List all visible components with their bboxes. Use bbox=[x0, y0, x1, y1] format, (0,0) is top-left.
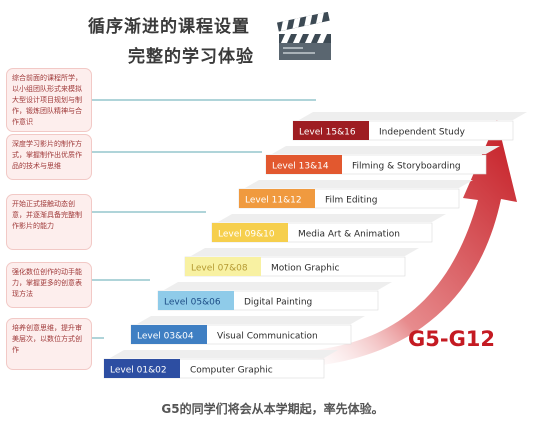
course-name: Film Editing bbox=[325, 196, 378, 206]
course-name: Media Art & Animation bbox=[298, 230, 400, 240]
level-bar bbox=[212, 223, 288, 242]
course-name: Motion Graphic bbox=[271, 264, 339, 274]
step-level-7: Level 13&14 Filming & Storyboarding bbox=[265, 146, 500, 175]
level-label: Level 07&08 bbox=[191, 264, 248, 274]
description-note-5: 培养创意思维，提升审美层次，以数位方式创作 bbox=[6, 318, 92, 370]
description-note-3: 开始正式接触动态创意，并逐渐具备完整制作影片的能力 bbox=[6, 194, 92, 250]
level-label: Level 13&14 bbox=[272, 162, 329, 172]
step-tread bbox=[272, 146, 500, 154]
course-name: Independent Study bbox=[379, 128, 466, 138]
step-tread bbox=[110, 350, 338, 358]
step-tread bbox=[299, 112, 527, 120]
title-line-2: 完整的学习体验 bbox=[128, 47, 254, 67]
level-bar bbox=[185, 257, 261, 276]
level-label: Level 15&16 bbox=[299, 128, 356, 138]
course-name: Filming & Storyboarding bbox=[352, 162, 461, 172]
step-tread bbox=[245, 180, 473, 188]
title-line-1: 循序渐进的课程设置 bbox=[88, 17, 250, 37]
level-label: Level 05&06 bbox=[164, 298, 221, 308]
level-bar bbox=[104, 359, 180, 378]
step-tread bbox=[191, 248, 419, 256]
level-bar bbox=[239, 189, 315, 208]
step-level-3: Level 05&06 Digital Painting bbox=[157, 282, 392, 311]
step-level-5: Level 09&10 Media Art & Animation bbox=[211, 214, 446, 243]
level-label: Level 01&02 bbox=[110, 366, 167, 376]
description-note-2: 深度学习影片的制作方式，掌握制作出优质作品的技术与思维 bbox=[6, 134, 92, 180]
caption: G5的同学们将会从本学期起，率先体验。 bbox=[161, 402, 384, 416]
step-tread bbox=[164, 282, 392, 290]
step-tread bbox=[218, 214, 446, 222]
level-bar bbox=[293, 121, 369, 140]
step-level-8: Level 15&16 Independent Study bbox=[292, 112, 527, 141]
course-name: Visual Communication bbox=[217, 332, 318, 342]
course-name: Computer Graphic bbox=[190, 366, 273, 376]
clapperboard-icon bbox=[276, 12, 331, 60]
step-level-4: Level 07&08 Motion Graphic bbox=[184, 248, 419, 277]
description-note-1: 综合前面的课程所学，以小组团队形式来模拟大型设计项目规划与制作，锻炼团队精神与合… bbox=[6, 68, 92, 132]
arrow-label: G5-G12 bbox=[408, 327, 495, 351]
level-label: Level 09&10 bbox=[218, 230, 275, 240]
description-note-4: 强化数位创作的动手能力，掌握更多的创意表现方法 bbox=[6, 262, 92, 308]
level-bar bbox=[158, 291, 234, 310]
step-level-1: Level 01&02 Computer Graphic bbox=[103, 350, 338, 379]
level-label: Level 03&04 bbox=[137, 332, 194, 342]
level-bar bbox=[266, 155, 342, 174]
step-tread bbox=[137, 316, 365, 324]
step-level-2: Level 03&04 Visual Communication bbox=[130, 316, 365, 345]
course-name: Digital Painting bbox=[244, 298, 312, 308]
step-level-6: Level 11&12 Film Editing bbox=[238, 180, 473, 209]
growth-arrow bbox=[290, 120, 517, 368]
level-label: Level 11&12 bbox=[245, 196, 302, 206]
level-bar bbox=[131, 325, 207, 344]
